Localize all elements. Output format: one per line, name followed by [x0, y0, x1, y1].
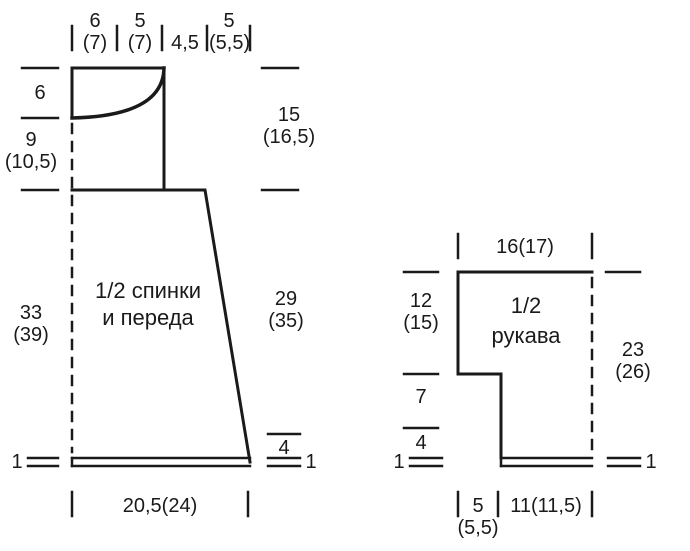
body-right-tick-marks: [260, 66, 302, 436]
body-bottom-width-label: 20,5(24): [122, 495, 198, 517]
sleeve-bottom-segment-1-label: 5 (5,5): [457, 495, 499, 539]
body-hem-right-marker: [266, 456, 302, 468]
sleeve-bottom-segment-2-label: 11(11,5): [510, 495, 582, 517]
body-hem-right-marker-label: 1: [305, 451, 317, 473]
sleeve-piece-name-line2: рукава: [491, 323, 561, 348]
sleeve-upper-height-label: 12 (15): [403, 290, 439, 334]
body-shoulder-depth-label: 9 (10,5): [4, 129, 58, 173]
body-top-segment-1-label: 6 (7): [82, 10, 108, 54]
body-neck-depth-label: 6: [34, 82, 46, 104]
body-left-tick-marks: [20, 66, 60, 192]
sleeve-total-height-label: 23 (26): [615, 339, 651, 383]
sleeve-bottom-tick-marks: [456, 490, 594, 518]
body-top-tick-marks: [70, 24, 252, 52]
sleeve-hem-right-marker-label: 1: [645, 451, 657, 473]
sleeve-hem-right-marker: [606, 456, 642, 468]
body-top-segment-3-label: 4,5: [171, 32, 199, 54]
body-neckline-curve: [70, 66, 166, 120]
sleeve-left-tick-marks: [402, 270, 440, 430]
body-piece-name-line1: 1/2 спинки: [95, 278, 201, 303]
sleeve-mid-height-label: 7: [415, 386, 427, 408]
sleeve-top-tick-marks: [456, 232, 594, 260]
body-armhole-height-label: 15 (16,5): [262, 104, 316, 148]
body-outline-top-right: [70, 66, 166, 192]
body-hem-double-line: [70, 456, 252, 468]
body-side-length-label: 33 (39): [13, 302, 49, 346]
sleeve-hem-left-marker-label: 1: [393, 451, 405, 473]
sleeve-hem-height-label: 4: [415, 432, 427, 454]
body-top-segment-4-label: 5 (5,5): [209, 10, 251, 54]
body-hem-left-marker: [26, 456, 60, 468]
body-right-side-length-label: 29 (35): [268, 288, 304, 332]
sleeve-piece-name-line1: 1/2: [510, 293, 542, 318]
sleeve-hem-double-line: [499, 456, 594, 468]
body-top-segment-2-label: 5 (7): [127, 10, 153, 54]
body-bottom-tick-marks: [70, 490, 250, 518]
sleeve-outline: [456, 270, 594, 460]
sleeve-hem-left-marker: [408, 456, 444, 468]
body-piece-name-line2: и переда: [102, 305, 194, 330]
sleeve-top-width-label: 16(17): [496, 236, 554, 258]
body-hem-height-label: 4: [278, 437, 290, 459]
body-hem-left-marker-label: 1: [11, 451, 23, 473]
body-outline-shoulder-side: [70, 188, 252, 464]
